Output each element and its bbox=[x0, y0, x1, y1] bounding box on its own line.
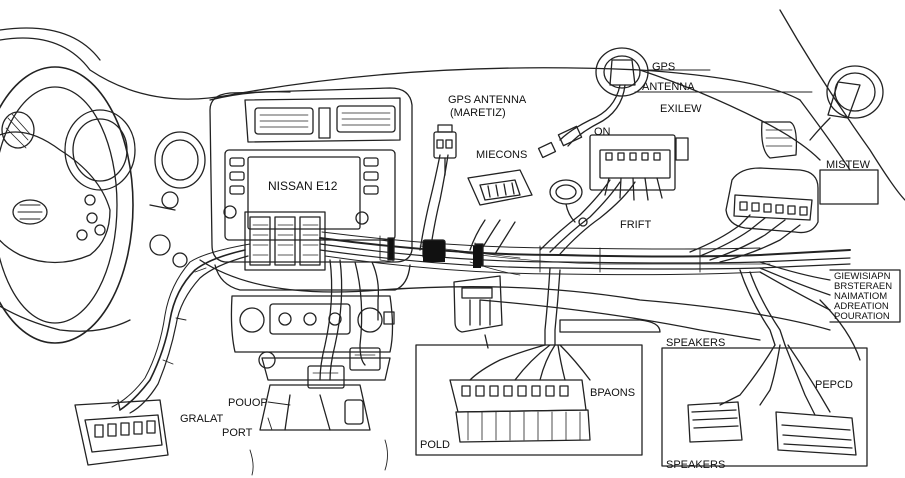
label-pepcd: PEPCD bbox=[815, 379, 853, 391]
label-bpaons: BPAONS bbox=[590, 387, 636, 399]
right-block-line: GIEWISIAPN bbox=[834, 271, 891, 282]
label-gps: GPS bbox=[652, 61, 676, 73]
right-text-block: GIEWISIAPN BRSTERAEN NAIMATIOM ADREATION… bbox=[834, 272, 892, 322]
label-speakers-bottom: SPEAKERS bbox=[666, 459, 726, 471]
instrument-cluster bbox=[1, 109, 206, 268]
label-gps-antenna-2: (MARETIZ) bbox=[450, 107, 506, 119]
label-port: PORT bbox=[222, 427, 253, 439]
pold-box bbox=[415, 344, 643, 456]
label-pold: POLD bbox=[420, 439, 450, 451]
label-frift: FRIFT bbox=[620, 219, 652, 231]
right-block-line: POURATION bbox=[834, 311, 890, 322]
label-speakers-top: SPEAKERS bbox=[666, 337, 726, 349]
miecons-connector bbox=[467, 169, 588, 227]
label-gralat: GRALAT bbox=[180, 413, 224, 425]
screen-text: NISSAN E12 bbox=[268, 179, 338, 193]
label-exilew: EXILEW bbox=[660, 103, 702, 115]
lower-connectors bbox=[307, 311, 395, 389]
speakers-box bbox=[661, 347, 868, 467]
relay-module bbox=[453, 275, 503, 349]
leader-lines bbox=[249, 69, 813, 476]
gps-antenna-connector bbox=[433, 124, 457, 176]
dashboard-outline bbox=[0, 9, 905, 361]
label-miecons: MIECONS bbox=[476, 149, 528, 161]
gps-puck bbox=[537, 47, 649, 159]
steering-wheel bbox=[0, 66, 134, 344]
right-block-line: NAIMATIOM bbox=[834, 291, 888, 302]
label-antenna: ANTENNA bbox=[642, 81, 695, 93]
right-block-outline bbox=[829, 269, 901, 323]
gralat-connector bbox=[74, 399, 169, 466]
label-on: ON bbox=[594, 126, 611, 138]
right-block-line: BRSTERAEN bbox=[834, 281, 893, 292]
mistew-connector bbox=[725, 167, 879, 234]
right-block-line: ADREATION bbox=[834, 301, 889, 312]
center-console bbox=[209, 87, 413, 431]
label-mistew: MISTEW bbox=[826, 159, 870, 171]
label-pouop: POUOP bbox=[228, 397, 268, 409]
label-gps-antenna-1: GPS ANTENNA bbox=[448, 94, 527, 106]
harness-tape bbox=[423, 242, 481, 268]
side-vent-and-light bbox=[761, 65, 884, 159]
radio-connector-block bbox=[244, 211, 326, 271]
on-connector bbox=[589, 134, 689, 201]
main-harness bbox=[111, 154, 851, 416]
